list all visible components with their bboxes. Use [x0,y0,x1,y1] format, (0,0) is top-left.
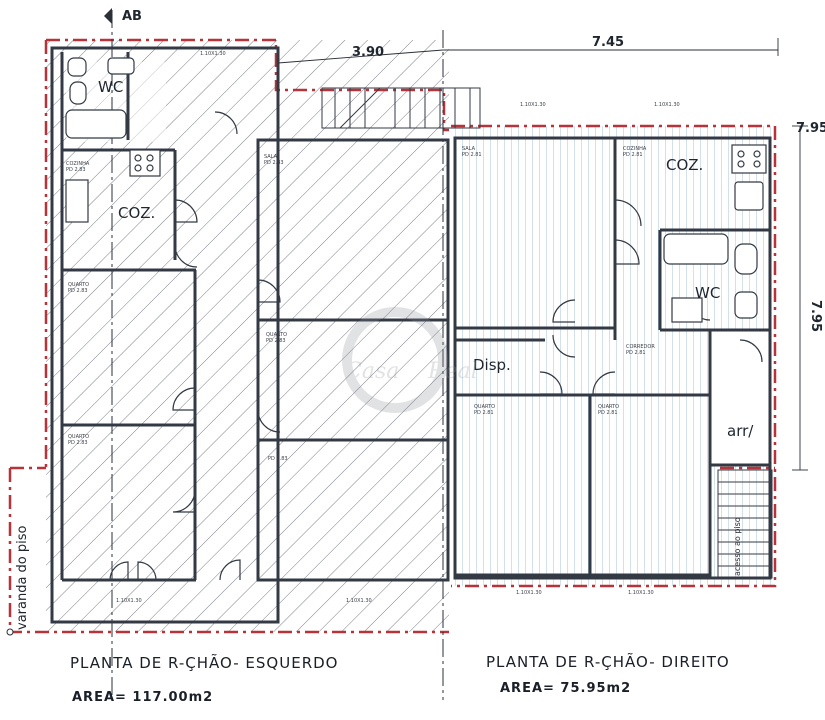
left-quarto2: QUARTO [266,332,287,338]
dim-right-depth-side: 7.95 [808,300,823,332]
watermark-logo: Casa Real [342,307,478,413]
left-doors [109,111,281,581]
left-wc-fixtures [65,57,161,223]
varanda-marker [6,628,14,636]
dim-right-depth-top: 7.95 [796,121,825,136]
left-coz-label: COZ. [118,204,155,222]
dimension-lines [277,38,808,471]
section-line-ab [104,8,444,700]
left-window-bottom-left: 1.10X1.30 [116,598,142,604]
left-quarto4-pd: PD 2.83 [268,456,288,462]
right-window-top2: 1.10X1.30 [654,102,680,108]
right-quarto2: QUARTO [598,404,619,410]
stairs-label: acesso ao piso [733,517,742,576]
left-cozinha-small: COZINHA [66,161,90,167]
right-wc-label: WC [695,284,720,302]
right-unit-title: PLANTA DE R-ÇHÃO- DIREITO [486,653,730,671]
stairs-top [321,87,481,129]
right-arr-label: arr/ [727,422,754,440]
right-quarto1: QUARTO [474,404,495,410]
left-window-top: 1.10X1.30 [200,51,226,57]
right-unit-area: AREA= 75.95m2 [500,681,632,696]
left-wc-label: WC [98,78,123,96]
svg-text:Casa: Casa [345,359,399,384]
dim-left-width: 3.90 [352,45,384,60]
left-sala-pd: PD 2.83 [264,160,284,166]
varanda-label: varanda do piso [15,525,30,630]
right-window-top1: 1.10X1.30 [520,102,546,108]
left-quarto1-pd: PD 2.83 [68,288,88,294]
right-cozinha-small: COZINHA [623,146,647,152]
right-sala-small: SALA [462,146,476,152]
section-mark: AB [122,9,142,24]
left-quarto1: QUARTO [68,282,89,288]
left-walls [50,46,450,624]
left-quarto3: QUARTO [68,434,89,440]
right-quarto2-pd: PD 2.81 [598,410,618,416]
right-fixtures [663,144,767,323]
stairs-right [717,469,773,579]
left-unit-title: PLANTA DE R-ÇHÃO- ESQUERDO [70,654,339,672]
right-coz-label: COZ. [666,156,703,174]
right-walls [453,136,772,580]
left-window-bottom-right: 1.10X1.30 [346,598,372,604]
left-unit-area: AREA= 117.00m2 [72,690,214,705]
dim-right-width: 7.45 [592,35,624,50]
right-disp-label: Disp. [473,356,511,374]
right-unit-hatch [451,126,775,586]
right-cozinha-pd: PD 2.81 [623,152,643,158]
left-quarto2-pd: PD 2.83 [266,338,286,344]
right-sala-pd: PD 2.81 [462,152,482,158]
right-corredor-small: CORREDOR [626,344,655,350]
left-cozinha-pd: PD 2.83 [66,167,86,173]
right-quarto1-pd: PD 2.81 [474,410,494,416]
right-window-bottom2: 1.10X1.30 [628,590,654,596]
left-quarto3-pd: PD 2.83 [68,440,88,446]
right-corredor-pd: PD 2.81 [626,350,646,356]
svg-text:Real: Real [427,359,478,384]
left-sala-small: SALA [264,154,278,160]
right-window-bottom1: 1.10X1.30 [516,590,542,596]
